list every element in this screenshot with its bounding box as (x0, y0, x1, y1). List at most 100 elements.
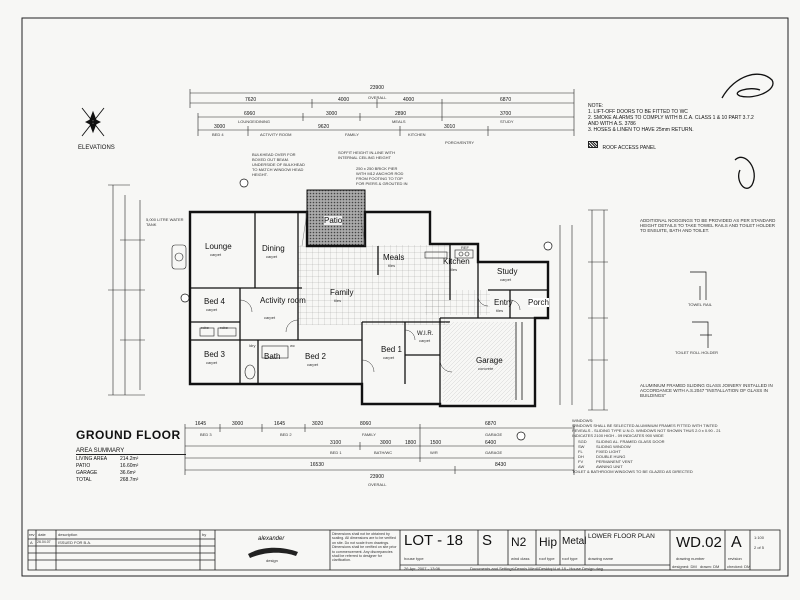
room-patio: Patio (324, 216, 343, 225)
room-bed2-floor: carpet (307, 362, 319, 367)
tile-zone-entry (425, 290, 490, 315)
room-bed3-floor: carpet (206, 360, 218, 365)
room-wir: W.I.R. (417, 331, 434, 337)
top-overall-label: OVERALL (368, 95, 387, 100)
bottom-row1-label-1: BED 3 (200, 432, 212, 437)
callout-brick-pier: 250 x 250 BRICK PIER WITH M12 ANCHOR ROD… (356, 166, 408, 186)
right-dimension-lines (559, 209, 608, 411)
tb-drawn: drawn: DM (700, 564, 720, 569)
room-family: Family (330, 288, 354, 297)
area-summary-title: AREA SUMMARY (76, 448, 186, 455)
ground-floor-title: GROUND FLOOR (76, 428, 181, 442)
bottom-row1-dim-2: 3000 (232, 421, 244, 427)
top-row4-label-3: FAMILY (345, 132, 359, 137)
note-aluminium: ALUMINIUM FRAMED SLIDING GLASS JOINERY I… (640, 383, 773, 398)
label-toilet-roll: TOILET ROLL HOLDER (675, 350, 719, 355)
room-entry: Entry (494, 298, 513, 307)
tb-date: 26 Apr, 2007 - 13:06 (404, 566, 441, 571)
bottom-row3-dim-2: 8430 (495, 462, 507, 468)
bottom-row1-label-3: FAMILY (362, 432, 376, 437)
tb-sheet-sub: drawing name (588, 556, 614, 561)
tb-n2: N2 (511, 535, 527, 549)
bottom-row1-dim-5: 8060 (360, 421, 372, 427)
top-overall-dim: 23900 (370, 85, 384, 91)
bottom-row1-dim-6: 6870 (485, 421, 497, 427)
window-legend-code: FV (578, 459, 584, 464)
tb-lot-sub: house type (404, 556, 424, 561)
room-activity-floor: carpet (264, 315, 276, 320)
tb-metal: Metal (562, 536, 587, 547)
window-legend-desc: SLIDING AL. FRAMED GLASS DOOR (596, 439, 665, 444)
bottom-overall-label: OVERALL (368, 482, 387, 487)
label-ref: REF (461, 245, 469, 250)
bottom-dimension-lines (184, 424, 575, 475)
tb-rev-header: rev (29, 532, 35, 537)
tb-designed: designed: DM (672, 564, 697, 569)
tb-brand: alexander (258, 536, 285, 542)
room-meals-floor: tiles (388, 263, 396, 268)
toilet-roll-symbol (692, 321, 712, 348)
top-row3-dim-4: 3700 (500, 111, 512, 117)
label-robe-1: robe (201, 325, 210, 330)
notes-title: NOTE: (588, 103, 604, 109)
tb-checked: checked: DM (727, 564, 751, 569)
bottom-row1-label-2: BED 2 (280, 432, 292, 437)
elevation-symbol (81, 107, 105, 137)
bottom-row1-label-4: GARAGE (485, 432, 503, 437)
tb-rev-row-rev: A (30, 540, 33, 545)
window-legend-code: DH (578, 454, 584, 459)
room-kitchen: Kitchen (443, 257, 470, 266)
room-garage: Garage (476, 356, 503, 365)
tb-n2-sub: wind class (511, 556, 530, 561)
top-row3-label-3: MEALS (392, 119, 406, 124)
tb-brand-sub: design (266, 558, 278, 563)
title-block-frame (27, 529, 781, 571)
bottom-row3-dim-1: 16530 (310, 462, 324, 468)
room-bed1: Bed 1 (381, 345, 402, 354)
room-wir-floor: carpet (419, 338, 431, 343)
room-bed3: Bed 3 (204, 350, 225, 359)
tb-drawing-no: WD.02 (676, 534, 722, 551)
window-legend-desc: FIXED LIGHT (596, 449, 621, 454)
bottom-row1-dim-1: 1645 (195, 421, 207, 427)
area-row-value: 268.7m² (120, 477, 139, 483)
top-row3-label-1: LOUNGE/DINING (238, 119, 271, 124)
top-dimension-lines (189, 89, 575, 136)
callout-soffit: SOFFIT HEIGHT IN-LINE WITH INTERNAL CEIL… (338, 150, 395, 160)
note-item: 2. SMOKE ALARMS TO COMPLY WITH B.C.A. CL… (588, 115, 754, 127)
windows-title: WINDOWS: (572, 418, 594, 423)
top-row3-dim-2: 3000 (326, 111, 338, 117)
roof-access-label: ROOF ACCESS PANEL (602, 145, 656, 151)
area-row-label: GARAGE (76, 470, 98, 476)
room-bath: Bath (264, 352, 281, 361)
opening-marks (301, 211, 366, 247)
note-item: 1. LIFT-OFF DOORS TO BE FITTED TO WC (588, 109, 688, 115)
room-study-floor: carpet (500, 277, 512, 282)
bottom-row2-dim-2: 3000 (380, 440, 392, 446)
window-legend-desc: PERMANENT VENT (596, 459, 633, 464)
door-swings (239, 295, 521, 373)
top-row3-dim-1: 6960 (244, 111, 256, 117)
top-row3-label-4: STUDY (500, 119, 514, 124)
room-entry-floor: tiles (496, 308, 504, 313)
top-row2-dim-3: 4000 (403, 97, 415, 103)
sheet-border (21, 17, 789, 577)
tb-scale: 1:100 (754, 535, 765, 540)
label-towel-rail: TOWEL RAIL (688, 302, 713, 307)
room-bed1-floor: carpet (383, 355, 395, 360)
bottom-row1-dim-4: 3020 (312, 421, 324, 427)
windows-notes: WINDOWS: WINDOWS SHALL BE SELECTED ALUMI… (572, 418, 722, 474)
window-legend-row: FV PERMANENT VENT (572, 459, 722, 464)
fixtures (171, 244, 474, 380)
top-row4-label-1: BED 4 (212, 132, 224, 137)
top-row4-label-4: KITCHEN (408, 132, 426, 137)
area-row-label: LIVING AREA (76, 456, 108, 462)
tb-sheet-title: LOWER FLOOR PLAN (588, 533, 655, 540)
label-wc: wc (290, 343, 295, 348)
room-kitchen-floor: tiles (450, 267, 458, 272)
